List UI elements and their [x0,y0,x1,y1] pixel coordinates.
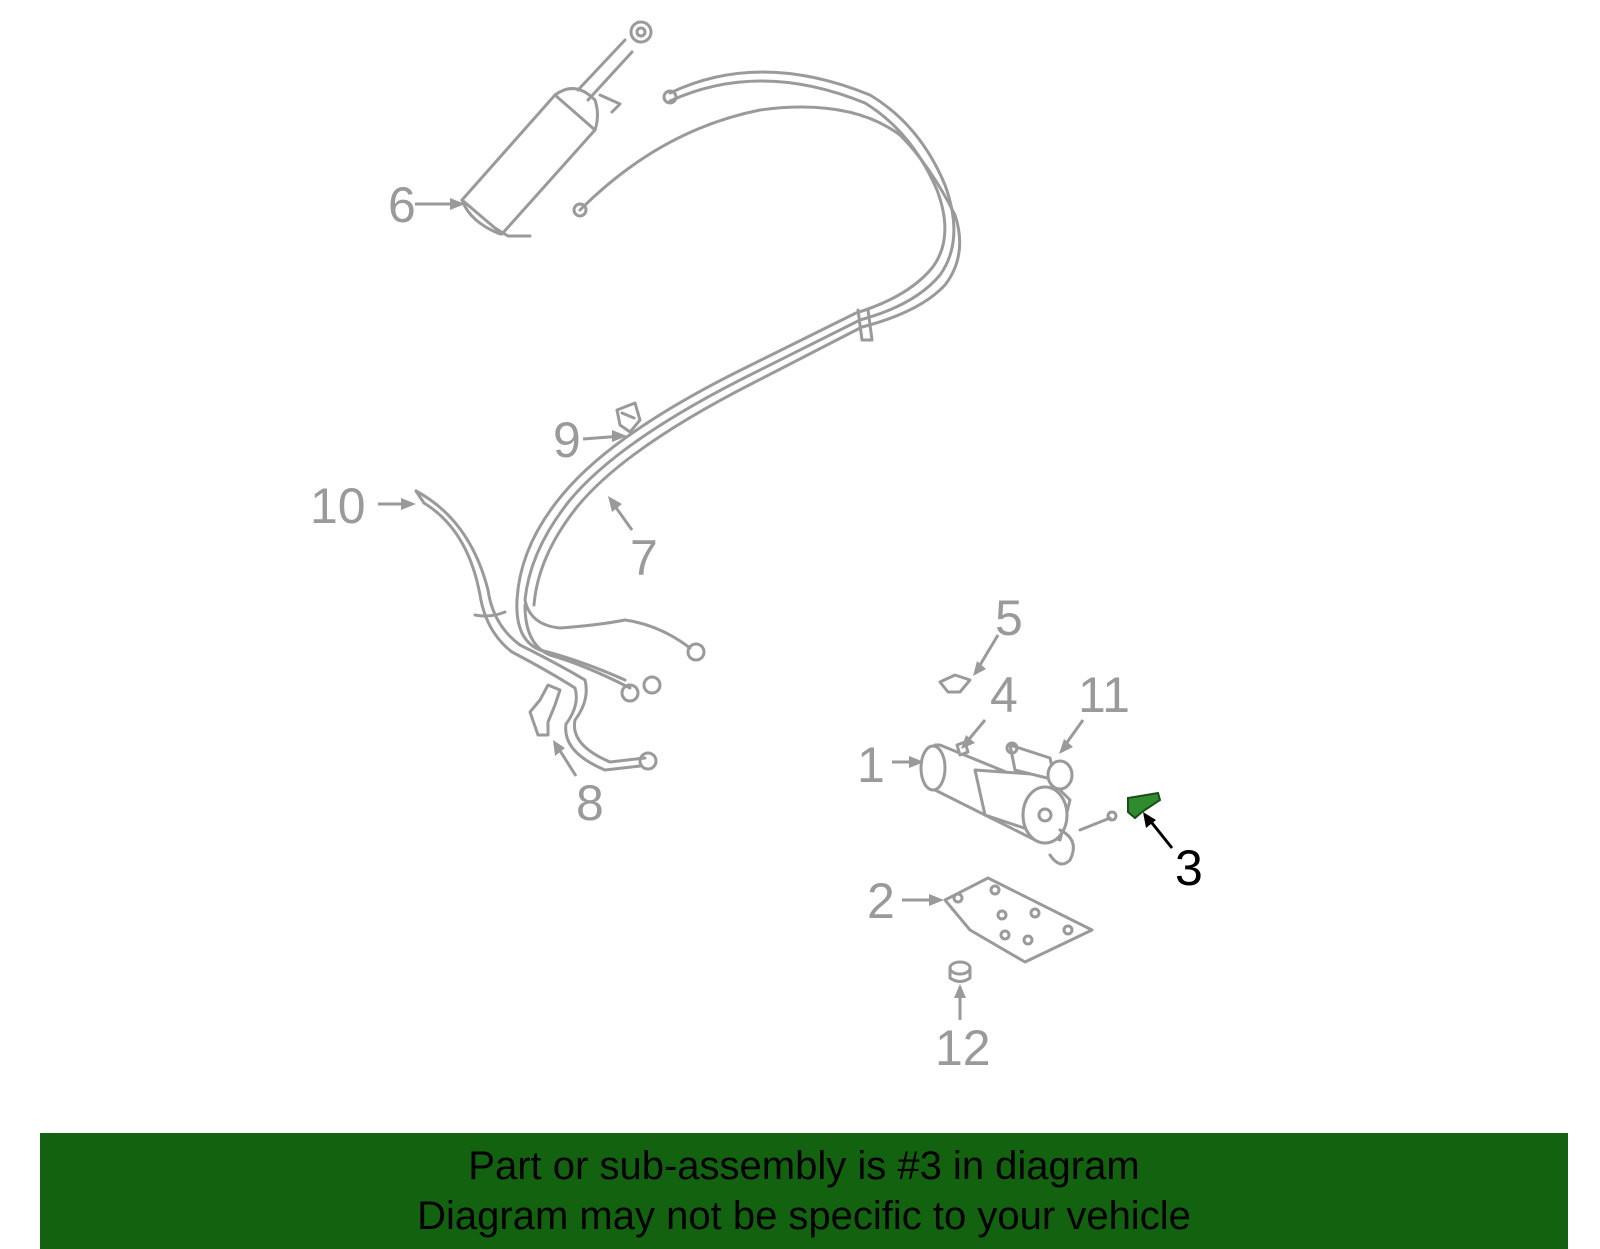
callout-12: 12 [935,1020,991,1076]
part-6-lift-cylinder [460,20,653,238]
callout-3: 3 [1175,840,1203,896]
callout-5: 5 [995,590,1023,646]
part-11-reservoir [1005,741,1074,791]
arrow-head-1 [909,756,924,768]
banner-line-part-info: Part or sub-assembly is #3 in diagram [468,1144,1140,1188]
part-7-hydraulic-lines [515,70,962,703]
banner-line-disclaimer: Diagram may not be specific to your vehi… [417,1194,1191,1238]
arrow-head-10 [401,498,416,510]
part-2-mounting-plate [943,876,1094,964]
callout-10: 10 [310,478,366,534]
part-5-fitting [938,673,972,694]
callout-6: 6 [388,177,416,233]
part-9-line-clip [615,401,642,434]
arrow-head-8 [553,740,565,756]
arrow-head-7 [608,496,622,512]
callout-8: 8 [576,775,604,831]
arrow-head-5 [973,661,986,676]
callout-2: 2 [867,873,895,929]
arrow-head-4 [961,735,975,749]
callout-9: 9 [553,412,581,468]
arrow-head-6 [450,198,465,210]
callout-labels: 6 9 10 7 8 5 4 11 1 3 2 12 [310,177,1203,1076]
arrow-head-3 [1143,812,1156,828]
callout-11: 11 [1078,667,1130,723]
part-10-hose [414,489,658,772]
part-1-pump-motor [919,743,1118,866]
callout-1: 1 [857,737,885,793]
arrow-head-12 [954,984,966,998]
leader-arrows [378,198,1174,1020]
part-3-highlighted-component [1127,791,1162,820]
arrow-head-11 [1059,739,1073,754]
part-12-grommet [948,960,972,983]
arrow-head-9 [612,430,627,442]
callout-4: 4 [990,667,1018,723]
arrow-head-2 [929,894,944,906]
info-banner: Part or sub-assembly is #3 in diagram Di… [40,1133,1568,1249]
part-8-bracket [528,683,562,737]
callout-7: 7 [630,530,658,586]
